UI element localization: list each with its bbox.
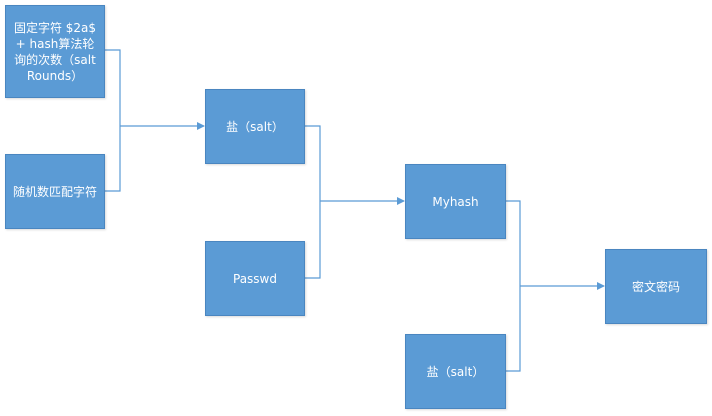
connector-salt2 (506, 286, 521, 372)
node-passwd-label: Passwd (233, 271, 277, 286)
node-salt-1-label: 盐（salt） (226, 119, 284, 134)
connector-passwd (305, 201, 321, 279)
node-myhash-label: Myhash (432, 194, 479, 209)
node-salt-2: 盐（salt） (405, 334, 506, 409)
node-cipher: 密文密码 (605, 249, 707, 324)
node-random-chars: 随机数匹配字符 (5, 154, 105, 229)
node-salt-rounds-label: 固定字符 $2a$ + hash算法轮询的次数（saltRounds） (13, 20, 97, 83)
connector-random (105, 126, 121, 192)
node-salt-2-label: 盐（salt） (426, 364, 485, 379)
node-salt-1: 盐（salt） (205, 89, 305, 164)
connector-salt1 (305, 125, 321, 201)
node-random-chars-label: 随机数匹配字符 (12, 184, 97, 199)
node-myhash: Myhash (405, 164, 506, 239)
node-passwd: Passwd (205, 241, 305, 316)
connector-myhash (506, 200, 521, 286)
node-cipher-label: 密文密码 (631, 279, 680, 294)
connector-saltrounds (105, 49, 121, 126)
node-salt-rounds: 固定字符 $2a$ + hash算法轮询的次数（saltRounds） (5, 5, 105, 98)
